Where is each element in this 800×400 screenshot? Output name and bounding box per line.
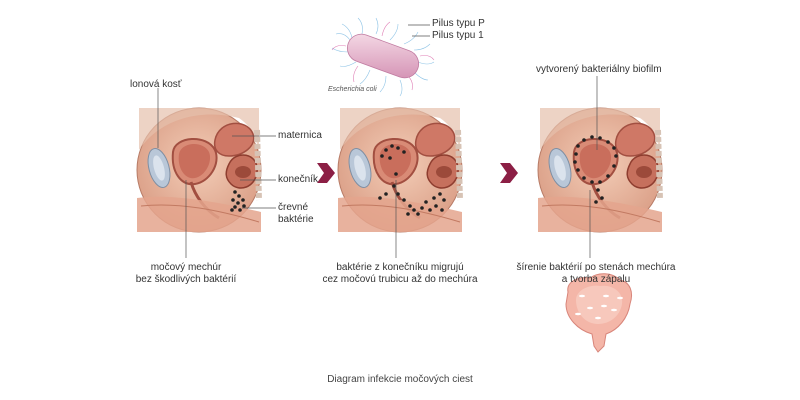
step-1-line2: bez škodlivých baktérií: [135, 274, 237, 285]
label-uterus: maternica: [278, 130, 322, 141]
label-bacteria-line2: baktérie: [278, 214, 314, 225]
arrow-step-2: [500, 163, 518, 183]
label-biofilm: vytvorený bakteriálny biofilm: [536, 64, 662, 75]
biofilm-bacteria: [573, 135, 618, 204]
anatomy-circle-migration: [338, 108, 462, 232]
migrating-bacteria: [378, 144, 446, 216]
step-2-description: baktérie z konečníku migrujú cez močovú …: [322, 262, 477, 286]
intestinal-bacteria-cluster: [230, 190, 246, 212]
label-pilus-1: Pilus typu 1: [432, 30, 484, 41]
label-bacteria-line1: črevné: [278, 202, 309, 213]
anatomy-circle-healthy: [137, 108, 261, 232]
label-bacteria: črevné baktérie: [278, 202, 314, 226]
step-2-line2: cez močovú trubicu až do mechúra: [322, 274, 478, 285]
step-3-line1: šírenie baktérií po stenách mechúra: [516, 262, 676, 273]
diagram-caption: Diagram infekcie močových ciest: [327, 374, 473, 385]
label-pubic-bone: lonová kosť: [130, 79, 182, 90]
inflamed-bladder-illustration: [565, 273, 633, 353]
leader-lines: [157, 24, 598, 258]
label-rectum: konečník: [278, 174, 319, 185]
step-3-line2: a tvorba zápalu: [561, 274, 631, 285]
label-ecoli: Escherichia coli: [328, 86, 377, 93]
step-1-line1: močový mechúr: [150, 262, 222, 273]
label-pilus-p: Pilus typu P: [432, 18, 485, 29]
arrow-step-1: [317, 163, 335, 183]
ecoli-bacterium: [331, 17, 435, 97]
step-1-description: močový mechúr bez škodlivých baktérií: [136, 262, 237, 286]
step-2-line1: baktérie z konečníku migrujú: [336, 262, 464, 273]
step-3-description: šírenie baktérií po stenách mechúra a tv…: [517, 262, 676, 286]
anatomy-circle-biofilm: [538, 108, 662, 232]
